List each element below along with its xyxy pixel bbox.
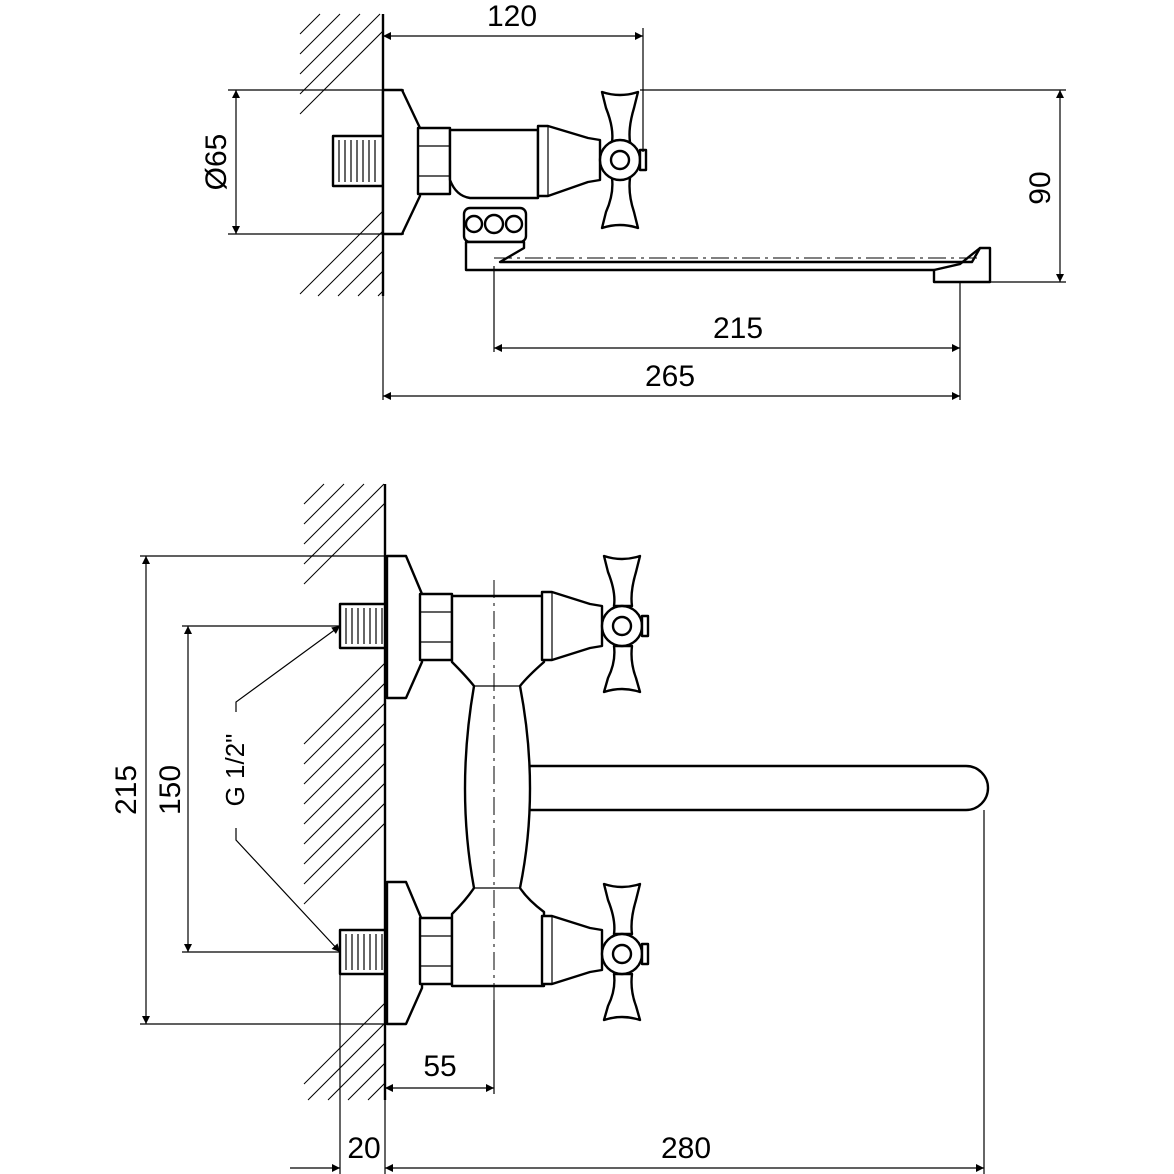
mixer-body-column	[450, 594, 546, 988]
dim-text-55: 55	[423, 1050, 456, 1083]
wall-flange-top	[381, 88, 422, 236]
hatch-line	[299, 13, 361, 75]
hatch-line	[303, 802, 386, 885]
hatch-line	[303, 722, 386, 805]
hatch-line	[303, 1002, 386, 1085]
wall-flange-upper	[385, 554, 424, 700]
dim-text-120: 120	[487, 0, 537, 33]
hex-nut-upper	[418, 592, 454, 662]
hatch-line	[303, 483, 345, 525]
dim-text-215-front: 215	[110, 765, 143, 815]
valve-cartridge-lower	[540, 914, 604, 986]
hatch-line	[303, 483, 325, 505]
dim-text-280: 280	[661, 1132, 711, 1165]
dim-text-150: 150	[154, 765, 187, 815]
hatch-line	[303, 782, 386, 865]
mixer-body-top	[448, 128, 540, 200]
hatch-line	[303, 742, 386, 825]
hatch-line	[303, 502, 386, 585]
hatch-line	[303, 762, 386, 845]
hatch-line	[303, 483, 365, 545]
hatch-line	[303, 662, 386, 745]
side-view: 120 Ø65 90 215 265	[200, 0, 1066, 400]
hex-nut-top	[416, 126, 452, 196]
hex-nut-lower	[418, 916, 454, 986]
hatch-line	[327, 1042, 386, 1101]
valve-cartridge-top	[536, 124, 602, 198]
cross-handle-lower	[600, 882, 650, 1022]
wall-hatching-bottom	[303, 483, 386, 1101]
dim-text-diameter: Ø65	[200, 134, 233, 191]
thread-label: G 1/2"	[220, 734, 250, 807]
spout-pipe-front	[526, 764, 990, 812]
cross-handle-upper	[600, 554, 650, 694]
hatch-line	[299, 210, 384, 295]
cross-handle-top	[598, 90, 648, 230]
front-view: 215 150 G 1/2" 55 20 280	[110, 483, 990, 1174]
hatch-line	[303, 702, 386, 785]
hatch-line	[303, 483, 385, 565]
dim-text-265: 265	[645, 360, 695, 393]
threaded-inlet-upper	[338, 602, 387, 650]
thread-leader-upper	[235, 625, 341, 712]
wall-flange-lower	[385, 880, 424, 1026]
hatch-line	[303, 822, 386, 905]
valve-cartridge-upper	[540, 590, 604, 662]
wall-hatching-top	[299, 13, 384, 297]
hatch-line	[317, 230, 384, 297]
threaded-inlet-top	[331, 134, 385, 188]
hatch-line	[299, 30, 384, 115]
threaded-inlet-lower	[338, 928, 387, 976]
hatch-line	[303, 682, 386, 765]
hatch-line	[357, 270, 384, 297]
spout-pipe-top	[464, 240, 992, 284]
hatch-line	[299, 13, 321, 35]
hatch-line	[337, 250, 384, 297]
hatch-line	[299, 13, 341, 55]
dim-text-20: 20	[347, 1132, 380, 1165]
hatch-line	[347, 1062, 386, 1101]
hatch-line	[299, 13, 381, 95]
thread-leader-lower	[235, 828, 341, 953]
dim-text-215: 215	[713, 312, 763, 345]
hatch-line	[367, 1082, 386, 1101]
hatch-line	[307, 1022, 386, 1101]
dim-text-90: 90	[1024, 171, 1057, 204]
